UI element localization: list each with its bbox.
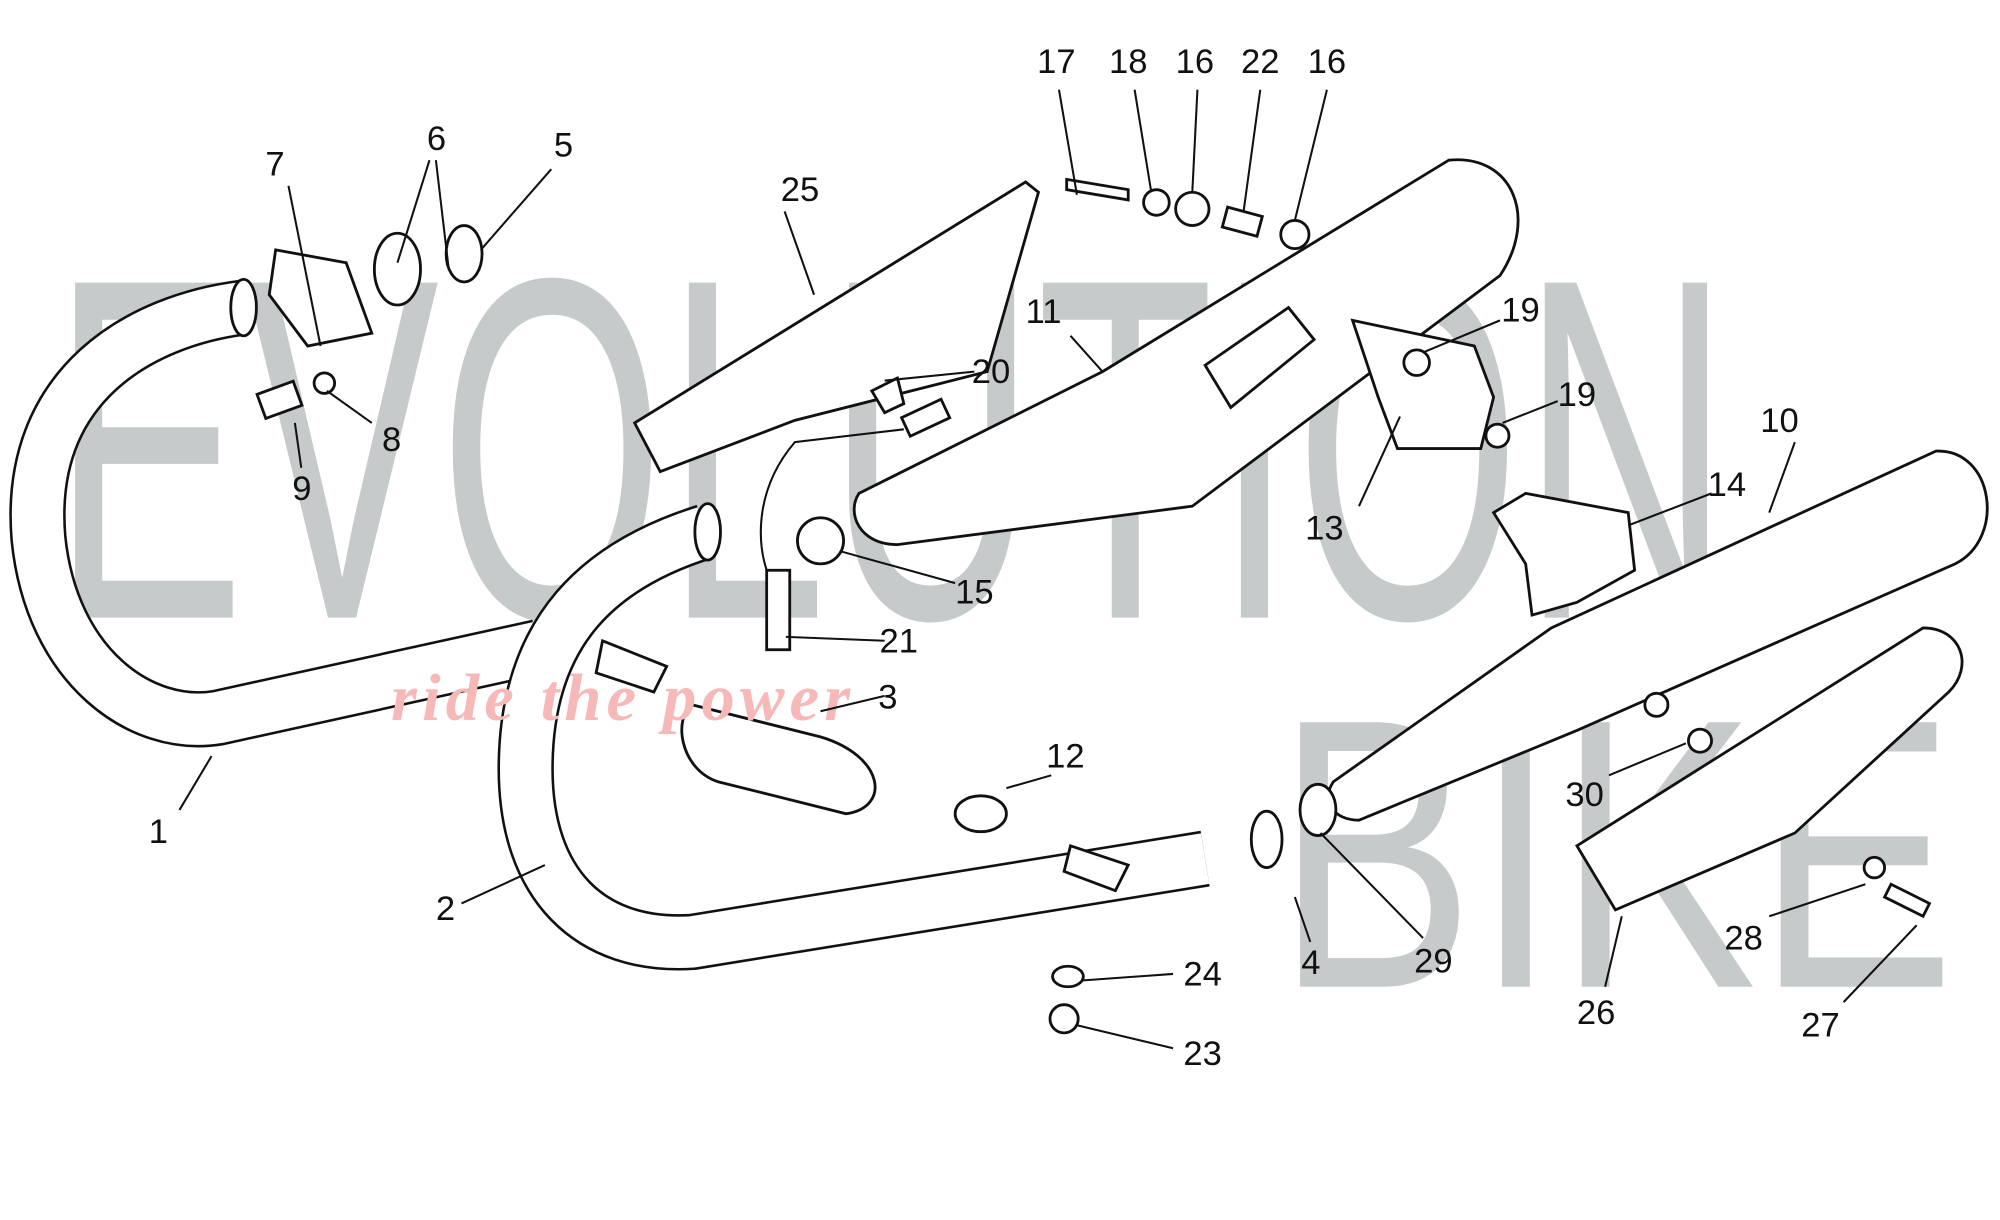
label-5: 5 (554, 126, 573, 164)
label-1: 1 (149, 813, 168, 851)
spring-6 (372, 231, 422, 307)
exhaust-pipe-2 (497, 502, 1210, 971)
bracket-13 (1350, 318, 1496, 450)
label-14: 14 (1708, 466, 1746, 504)
pipe-stub (1062, 843, 1131, 893)
label-9: 9 (292, 470, 311, 508)
label-22: 22 (1241, 43, 1279, 81)
flange-7 (267, 248, 374, 348)
gasket-5 (444, 224, 484, 284)
label-10: 10 (1760, 402, 1798, 440)
small-parts (255, 177, 1932, 1035)
heat-shield-25 (632, 180, 1041, 474)
label-21: 21 (879, 622, 917, 660)
exhaust-pipe-1 (9, 277, 545, 748)
label-28: 28 (1724, 920, 1762, 958)
label-27: 27 (1801, 1007, 1839, 1045)
label-16: 16 (1176, 43, 1214, 81)
plate (1203, 305, 1317, 410)
label-3: 3 (878, 679, 897, 717)
silencer-11 (852, 158, 1520, 547)
label-15: 15 (955, 574, 993, 612)
label-12: 12 (1046, 738, 1084, 776)
label-6: 6 (427, 120, 446, 158)
label-25: 25 (781, 171, 819, 209)
bracket-14 (1491, 491, 1637, 617)
label-19b: 19 (1558, 376, 1596, 414)
label-18: 18 (1109, 43, 1147, 81)
watermark-tagline: ride the power (391, 662, 855, 735)
label-29: 29 (1414, 943, 1452, 981)
catalyst-3 (680, 703, 877, 816)
label-16b: 16 (1308, 43, 1346, 81)
heat-shield-26 (1575, 626, 1964, 912)
label-4: 4 (1301, 944, 1320, 982)
pipe-stub (594, 638, 669, 694)
label-17: 17 (1037, 43, 1075, 81)
label-7: 7 (265, 146, 284, 184)
label-8: 8 (382, 421, 401, 459)
label-30: 30 (1565, 776, 1603, 814)
part-labels: 1 2 3 4 5 6 7 8 9 10 11 12 13 14 15 16 1… (149, 43, 1840, 1073)
label-2: 2 (436, 890, 455, 928)
label-11: 11 (1026, 293, 1062, 331)
label-24: 24 (1183, 955, 1221, 993)
leader-lines (178, 89, 1918, 1050)
label-26: 26 (1577, 994, 1615, 1032)
label-13: 13 (1305, 510, 1343, 548)
label-23: 23 (1183, 1035, 1221, 1073)
label-19: 19 (1501, 292, 1539, 330)
label-20: 20 (972, 353, 1010, 391)
